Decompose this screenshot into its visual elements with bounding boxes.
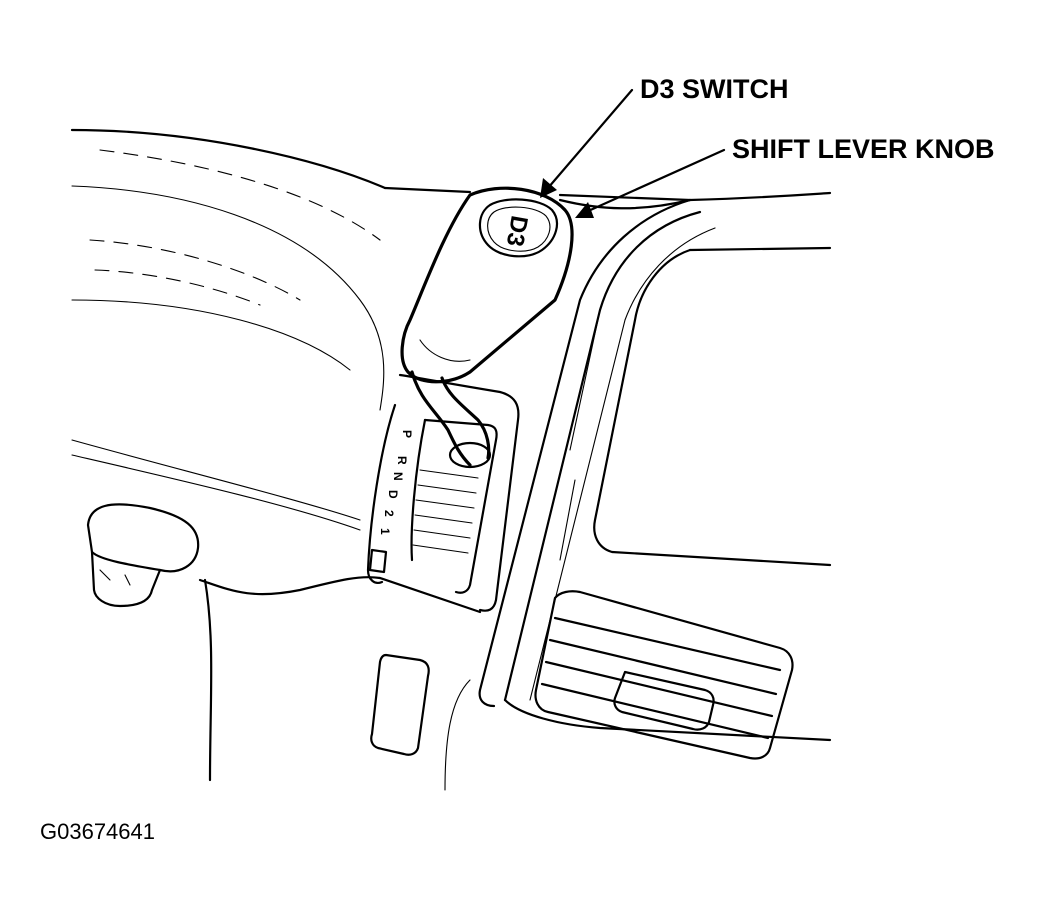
- gear-2: 2: [382, 510, 396, 517]
- gear-1: 1: [378, 528, 392, 535]
- d3-switch-arrowhead: [540, 178, 557, 198]
- left-knob-object: [86, 503, 200, 608]
- shift-lever-shaft: [410, 370, 492, 469]
- shift-lever-knob: [400, 186, 574, 384]
- d3-switch-text: D3: [501, 213, 533, 248]
- gear-indicator: P R N D 2 1: [378, 430, 414, 535]
- dashboard-outline: [70, 128, 832, 531]
- gear-d: D: [386, 490, 400, 499]
- shift-lever-knob-label: SHIFT LEVER KNOB: [732, 134, 995, 164]
- lower-console: [198, 576, 482, 791]
- gear-r: R: [395, 456, 409, 465]
- gear-p: P: [400, 430, 414, 438]
- gear-n: N: [391, 472, 405, 481]
- air-vent: [534, 590, 794, 760]
- figure-id: G03674641: [40, 819, 155, 844]
- d3-switch-label: D3 SWITCH: [640, 74, 789, 104]
- knob-arrowhead: [575, 202, 594, 218]
- d3-switch: D3: [478, 198, 559, 258]
- center-stack: [478, 198, 832, 742]
- callout-leaders: [540, 88, 726, 218]
